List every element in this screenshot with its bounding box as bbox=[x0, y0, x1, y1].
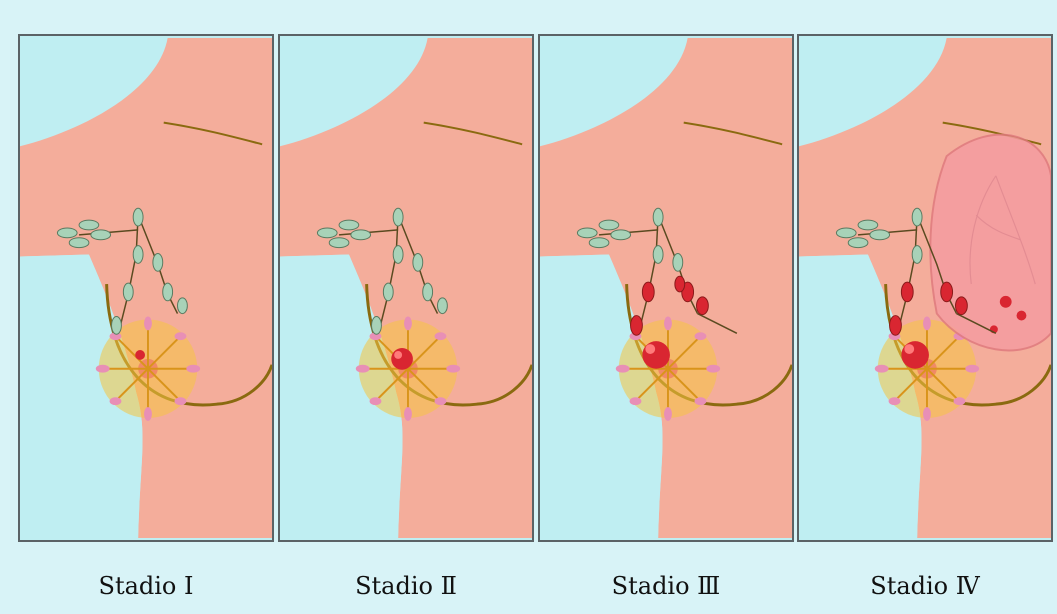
stage-1-panel bbox=[18, 34, 274, 542]
stage-1-label: Stadio Ⅰ bbox=[18, 572, 274, 600]
stage-4-label: Stadio Ⅳ bbox=[797, 572, 1053, 600]
stage-3-panel bbox=[538, 34, 794, 542]
stage-2-panel bbox=[278, 34, 534, 542]
stage-3-label: Stadio Ⅲ bbox=[538, 572, 794, 600]
stage-4-panel bbox=[797, 34, 1053, 542]
stage-2-label: Stadio Ⅱ bbox=[278, 572, 534, 600]
stage-1-illustration bbox=[20, 36, 272, 540]
stage-4-illustration bbox=[799, 36, 1051, 540]
stage-3-illustration bbox=[540, 36, 792, 540]
stage-2-illustration bbox=[280, 36, 532, 540]
